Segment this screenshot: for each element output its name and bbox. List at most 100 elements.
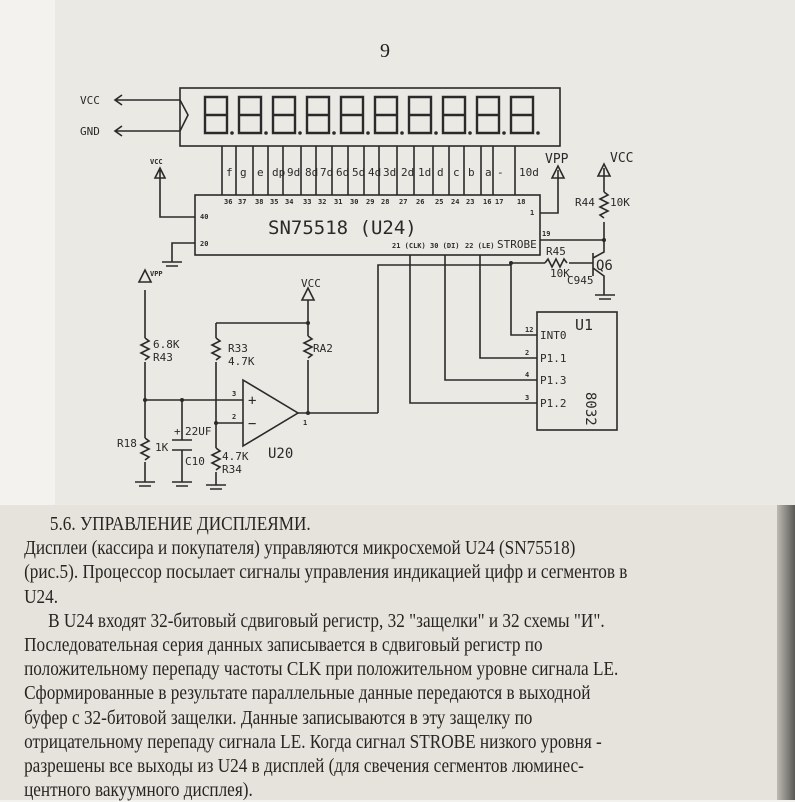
paragraph-line: разрешены все выходы из U24 в дисплей (д… [24,755,584,778]
opamp-pin3: 3 [232,390,236,398]
analog-wiring [135,268,378,490]
section-title: 5.6. УПРАВЛЕНИЕ ДИСПЛЕЯМИ. [49,513,311,535]
paragraph-line: Сформированные в результате параллельные… [24,682,591,705]
q6-type: C945 [567,274,594,287]
sn75518-chip [194,194,541,256]
q6-wiring [511,162,615,300]
seven-segment-digit [407,95,433,135]
pin-label: e [257,166,264,179]
display-vcc-label: VCC [80,94,100,107]
c10-plus: + [174,425,181,438]
vpp-wiring [540,164,566,214]
pin-19: 19 [542,230,550,238]
pin-label: 2d [401,166,414,179]
u1-part: 8032 [582,392,598,426]
c10-label: C10 [185,455,205,468]
pin-number: 34 [285,198,293,206]
seven-segment-digit [373,95,399,135]
u1-pin-number: 4 [525,371,529,379]
page-edge-shadow [777,505,795,800]
pin-label: - [497,166,504,179]
pin-1: 1 [530,209,534,217]
seven-segment-digit [441,95,467,135]
decimal-point [264,131,268,135]
r18-resistor [139,437,151,461]
decimal-point [332,131,336,135]
pin-le: 22 (LE) [465,242,495,250]
paragraph-line: положительному перепаду частоты CLK при … [24,658,619,681]
pin-label: g [240,166,247,179]
seven-segment-digit [271,95,297,135]
pin-label: 8d [305,166,318,179]
analog-vpp-label: VPP [150,270,163,278]
paragraph-line: Последовательная серия данных записывает… [24,634,543,657]
scan-page-lower [0,505,795,800]
r45-value: 10K [550,267,570,280]
u1-pin-name: P1.1 [540,352,567,365]
pin-number: 29 [366,198,374,206]
paragraph-line: (рис.5). Процессор посылает сигналы упра… [24,561,628,584]
decimal-point [502,131,506,135]
pin-number: 32 [318,198,326,206]
seven-segment-digit [339,95,365,135]
display-pins: f36g37e38dp359d348d337d326d315d304d293d2… [221,146,539,206]
pin-label: f [226,166,233,179]
pin-number: 26 [416,198,424,206]
u1-pin-number: 12 [525,326,533,334]
pin-label: a [485,166,492,179]
bus-wiring [377,255,537,413]
decimal-point [536,131,540,135]
r44-value: 10K [610,196,630,209]
pin-label: b [468,166,475,179]
pin-number: 28 [381,198,389,206]
pin-label: 7d [320,166,333,179]
pin-number: 38 [255,198,263,206]
pin-label: 9d [287,166,300,179]
display-gnd-label: GND [80,125,100,138]
r45-resistor [544,257,568,269]
seven-segment-digit [475,95,501,135]
paragraph-line: буфер с 32-битовой защелки. Данные запис… [24,706,533,729]
r34-value: 4.7K [222,450,249,463]
pin-label: 4d [368,166,381,179]
pin-label: 3d [383,166,396,179]
ra2-label: RA2 [313,342,333,355]
display-digits [203,95,540,135]
circuit-schematic: VCC GND f36g37e38dp359d348d337d326d315d3… [80,87,633,490]
u1-label: U1 [575,316,593,334]
r43-label: R43 [153,351,173,364]
r33-resistor [210,337,222,361]
decimal-point [400,131,404,135]
pin-label: 5d [352,166,365,179]
pin-label: d [437,166,444,179]
paragraph-line: Дисплеи (кассира и покупателя) управляют… [24,537,576,560]
pin-label: 6d [336,166,349,179]
pin-number: 24 [451,198,459,206]
r33-value: 4.7K [228,355,255,368]
paragraph-line: отрицательному перепаду сигнала LE. Когд… [24,730,602,753]
pin-number: 23 [466,198,474,206]
r44-resistor [598,191,610,219]
decimal-point [298,131,302,135]
chip-name: SN75518 (U24) [268,217,417,239]
pin-label: 1d [418,166,431,179]
analog-vcc-label: VCC [301,277,321,290]
r18-label: R18 [117,437,137,450]
pin-label: c [453,166,460,179]
r34-resistor [210,447,222,471]
pin-label: dp [272,166,285,179]
u1-pin-name: INT0 [540,329,567,342]
vcc-gnd-arrows [113,94,180,137]
scan-page-upper [55,0,795,505]
pin-number: 33 [303,198,311,206]
c10-value: 22UF [185,425,212,438]
chip-left-wiring [153,166,195,267]
r45-label: R45 [546,245,566,258]
decimal-point [434,131,438,135]
pin-number: 37 [238,198,246,206]
page-number: 9 [380,40,390,62]
u1-pin-number: 3 [525,394,529,402]
pin-number: 35 [270,198,278,206]
q6-label: Q6 [596,258,613,274]
decimal-point [366,131,370,135]
